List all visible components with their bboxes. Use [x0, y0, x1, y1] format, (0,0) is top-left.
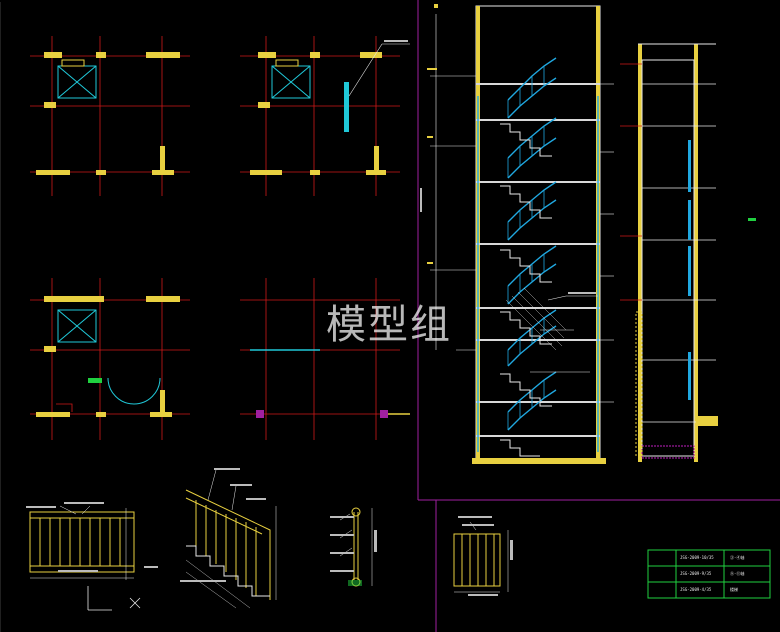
stair-railing-detail-2: [180, 468, 277, 609]
railing-detail-1: [26, 502, 158, 611]
floor-plan-bottom-right: [240, 278, 410, 440]
title-block-row-3-code: JSG-2009-4/35: [680, 587, 712, 592]
floor-plan-top-left: [30, 36, 190, 196]
stair-section: [420, 4, 614, 464]
title-block-row-1-label: ③-④轴: [730, 555, 745, 560]
elevator-cab: [57, 59, 97, 99]
door-swing-arc: [107, 377, 161, 405]
door-panel: [344, 82, 349, 132]
title-block-row-2-code: JSG-2009-9/35: [680, 571, 712, 576]
title-block-table: [647, 549, 771, 599]
title-block-row-2-label: ⑨-⑪轴: [730, 571, 745, 576]
elevator-cab: [271, 59, 311, 99]
elevator-cab: [57, 309, 97, 343]
handrail-section-detail: [330, 507, 377, 587]
leader-line: [348, 43, 383, 97]
floor-plan-top-right: [240, 36, 410, 196]
floor-plan-bottom-left: [30, 278, 190, 440]
title-block-row-1-code: JSG-2009-10/35: [680, 555, 714, 560]
watermark-text: 模型组: [326, 302, 452, 348]
elevator-shaft-section: [620, 43, 756, 462]
title-block-row-3-label: 楼梯: [730, 587, 738, 592]
railing-detail-3: [453, 516, 513, 596]
